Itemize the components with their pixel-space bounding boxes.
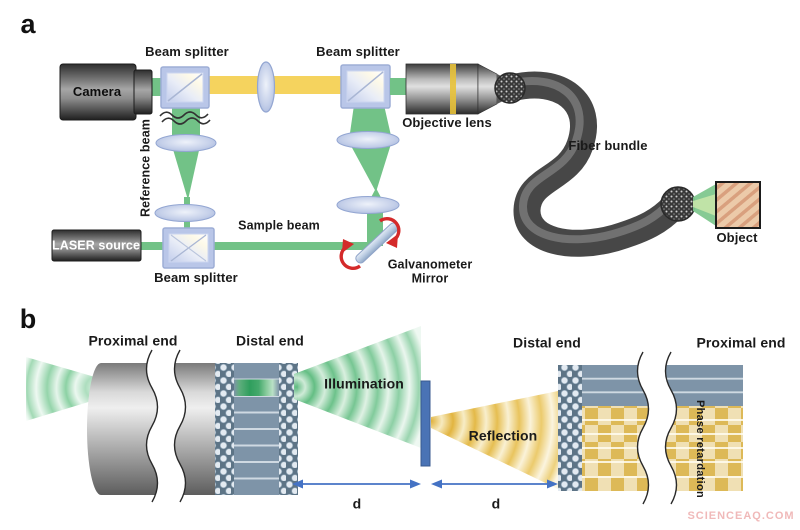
panel-a-label: a xyxy=(20,8,36,39)
beam-splitter-cube-top-right xyxy=(340,64,391,109)
fiber-bundle-cable xyxy=(498,71,688,257)
fiber-end-face-distal xyxy=(660,186,696,222)
left-bundle-cylinder xyxy=(87,363,215,495)
fiber-bundle-label: Fiber bundle xyxy=(568,138,648,154)
sample-beam-label: Sample beam xyxy=(238,218,320,233)
object-beam-core xyxy=(693,194,716,216)
right-distal-end-label: Distal end xyxy=(513,334,581,351)
illumination-label: Illumination xyxy=(324,375,404,392)
reference-lens-2 xyxy=(154,204,216,222)
sample-plane-bar xyxy=(420,380,431,467)
left-break-symbol xyxy=(145,349,187,503)
panel-b-label: b xyxy=(19,303,37,334)
reference-beam-label: Reference beam xyxy=(138,119,153,217)
rotation-arrow-bottom xyxy=(339,239,362,270)
objective-entry-beam xyxy=(390,78,410,95)
watermark: SCIENCEAQ.COM xyxy=(687,510,795,523)
right-proximal-end-label: Proximal end xyxy=(696,334,786,351)
right-break-symbol xyxy=(636,351,678,505)
sample-beam xyxy=(140,242,374,250)
beam-splitter-cube-top-left xyxy=(160,66,210,109)
left-bundle-fiber-face xyxy=(215,363,298,495)
fiber-end-face-proximal xyxy=(494,72,526,104)
panel-b-diagram xyxy=(26,326,743,505)
distance-right-label: d xyxy=(491,495,501,512)
sample-lens-upper xyxy=(336,131,400,149)
input-beam-wavefronts xyxy=(26,357,95,421)
objective-lens-label: Objective lens xyxy=(402,115,492,131)
illumination-cone xyxy=(294,326,421,448)
panel-a-diagram xyxy=(51,61,761,270)
phase-retardation-label: Phase retardation xyxy=(693,399,706,499)
laser-source-label: LASER source xyxy=(51,238,141,253)
illuminated-core-band xyxy=(234,379,279,396)
distance-arrow-right xyxy=(431,479,558,489)
beam-splitter-cube-bottom xyxy=(162,227,215,269)
relay-lens xyxy=(256,61,276,113)
galvanometer-mirror-label-line1: Galvanometer xyxy=(387,257,473,272)
camera xyxy=(59,63,153,121)
rotation-arrow-top xyxy=(378,217,401,248)
left-distal-end-label: Distal end xyxy=(236,332,304,349)
object-sample xyxy=(715,181,761,229)
distance-arrow-left xyxy=(292,479,421,489)
sample-arm-beam xyxy=(349,105,392,246)
beam-splitter-top-right-label: Beam splitter xyxy=(316,44,400,60)
sample-lens-lower xyxy=(336,196,400,214)
reference-arm-beam xyxy=(172,105,200,230)
beam-break-marks xyxy=(159,111,211,125)
reflection-label: Reflection xyxy=(468,427,538,444)
beam-splitter-top-left-label: Beam splitter xyxy=(145,44,229,60)
distance-left-label: d xyxy=(352,495,362,512)
left-proximal-end-label: Proximal end xyxy=(88,332,178,349)
objective-lens xyxy=(405,63,505,115)
laser-source xyxy=(51,229,142,262)
camera-label: Camera xyxy=(72,84,122,100)
object-label: Object xyxy=(716,230,758,246)
galvanometer-mirror-label-line2: Mirror xyxy=(411,271,449,286)
reference-lens-1 xyxy=(155,134,217,152)
reflection-cone xyxy=(431,391,558,489)
beam-splitter-bottom-label: Beam splitter xyxy=(154,270,238,286)
